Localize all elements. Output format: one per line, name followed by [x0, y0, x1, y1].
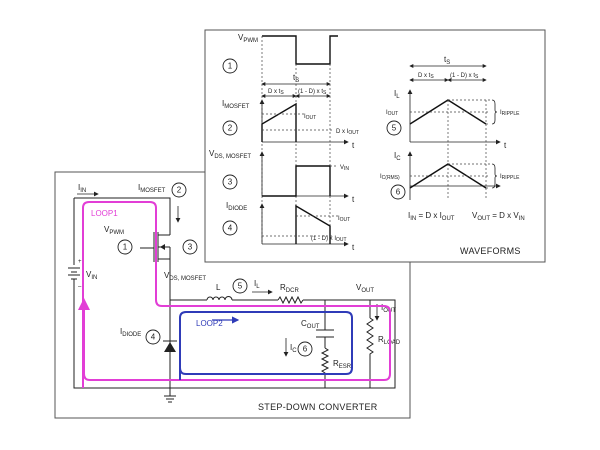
rdcr-resistor [277, 295, 304, 305]
imosfet-label: IMOSFET [138, 183, 166, 194]
marker-2: 2 [171, 182, 187, 198]
rdcr-label: RDCR [280, 283, 299, 294]
eq-vout: VOUT = D x VIN [472, 211, 525, 222]
wf-one-minus-d-label: (1 - D) x tS [298, 89, 327, 96]
marker-4: 4 [145, 329, 161, 345]
ground-symbol [164, 388, 176, 403]
loop2-path [179, 311, 353, 380]
svg-text:2: 2 [228, 124, 233, 133]
output-capacitor [316, 329, 334, 338]
il-label: IL [254, 279, 260, 290]
wf-marker-6: 6 [390, 184, 406, 200]
svg-text:3: 3 [188, 243, 193, 252]
wf-ic-label: IC [394, 151, 401, 162]
wf-vin-label: VIN [340, 165, 349, 172]
wf-il-label: IL [394, 89, 400, 100]
vpwm-label: VPWM [104, 225, 124, 236]
svg-text:1: 1 [123, 243, 128, 252]
waveforms-panel-frame [204, 29, 546, 263]
waveforms-panel: VPWM tS D x tS (1 - D) x tS IMOSFET IOUT… [204, 29, 546, 263]
waveforms-title: WAVEFORMS [460, 246, 521, 256]
wf-marker-2: 2 [222, 120, 238, 136]
vout-label: VOUT [356, 283, 374, 294]
cout-label: COUT [301, 319, 320, 330]
wf-il-ts-label: tS [444, 55, 450, 66]
resr-resistor [320, 347, 330, 378]
svg-text:5: 5 [238, 282, 243, 291]
eq-iin: IIN = D x IOUT [408, 211, 455, 222]
resr-label: RESR [333, 359, 352, 370]
wf-ic-ripple-label: IRIPPLE [500, 174, 520, 181]
wf-d-iout-label: D x IOUT [336, 129, 359, 136]
svg-text:2: 2 [177, 186, 182, 195]
wf-t-label-1: t [352, 141, 355, 150]
wf-vpwm-label: VPWM [238, 33, 258, 44]
wf-icrms-label: IC(RMS) [380, 174, 400, 181]
wf-marker-1: 1 [222, 58, 238, 74]
diode-symbol [163, 340, 177, 352]
mosfet-symbol [140, 232, 171, 268]
svg-text:4: 4 [228, 224, 233, 233]
wf-vds-label: VDS, MOSFET [209, 149, 251, 160]
wf-il-one-minus-d-label: (1 - D) x tS [450, 73, 479, 80]
ic-ripple-brace [491, 163, 498, 189]
marker-3: 3 [182, 239, 198, 255]
vpwm-waveform [262, 35, 338, 65]
svg-text:1: 1 [228, 62, 233, 71]
iin-label: IIN [78, 183, 86, 194]
wf-t-label-4: t [504, 141, 507, 150]
wf-d-ts-label: D x tS [268, 89, 284, 96]
inductor-symbol [206, 296, 233, 301]
input-source: + – [66, 259, 82, 290]
plus-sign: + [78, 259, 82, 265]
idiode-label: IDIODE [120, 327, 141, 338]
svg-text:6: 6 [396, 188, 401, 197]
loop1-label: LOOP1 [91, 209, 118, 218]
wf-t-label-2: t [352, 195, 355, 204]
wf-marker-4: 4 [222, 220, 238, 236]
top-wire [74, 197, 171, 232]
marker-1: 1 [117, 239, 133, 255]
rload-resistor [366, 317, 374, 360]
minus-sign: – [78, 284, 82, 290]
circuit-outline [73, 198, 396, 389]
wf-marker-3: 3 [222, 174, 238, 190]
wf-il-d-ts-label: D x tS [418, 73, 434, 80]
marker-6: 6 [297, 341, 313, 357]
vds-label: VDS, MOSFET [164, 271, 206, 282]
wf-marker-5: 5 [386, 120, 402, 136]
loop2-label: LOOP2 [196, 319, 223, 328]
wf-il-ripple-label: IRIPPLE [500, 110, 520, 117]
rload-label: RLOAD [378, 335, 401, 346]
wf-idiode-label: IDIODE [226, 201, 247, 212]
wf-il-iout-label: IOUT [386, 110, 398, 117]
svg-text:4: 4 [151, 333, 156, 342]
converter-title: STEP-DOWN CONVERTER [258, 402, 378, 412]
loop1-path [78, 201, 391, 388]
vds-waveform [262, 165, 331, 197]
il-ripple-brace [491, 99, 498, 125]
marker-5: 5 [232, 278, 248, 294]
vin-label: VIN [86, 270, 97, 281]
l-label: L [216, 283, 221, 292]
svg-text:3: 3 [228, 178, 233, 187]
wf-t-label-3: t [352, 243, 355, 252]
wf-iout-label-1: IOUT [304, 114, 316, 121]
wf-iout-label-2: IOUT [338, 216, 350, 223]
svg-text:5: 5 [392, 124, 397, 133]
ic-label: IC [290, 343, 297, 354]
svg-text:6: 6 [303, 345, 308, 354]
wf-ts-label: tS [293, 73, 299, 84]
wf-one-minus-d-iout-label: (1 - D) x IOUT [311, 236, 347, 243]
wf-imosfet-label: IMOSFET [222, 99, 250, 110]
